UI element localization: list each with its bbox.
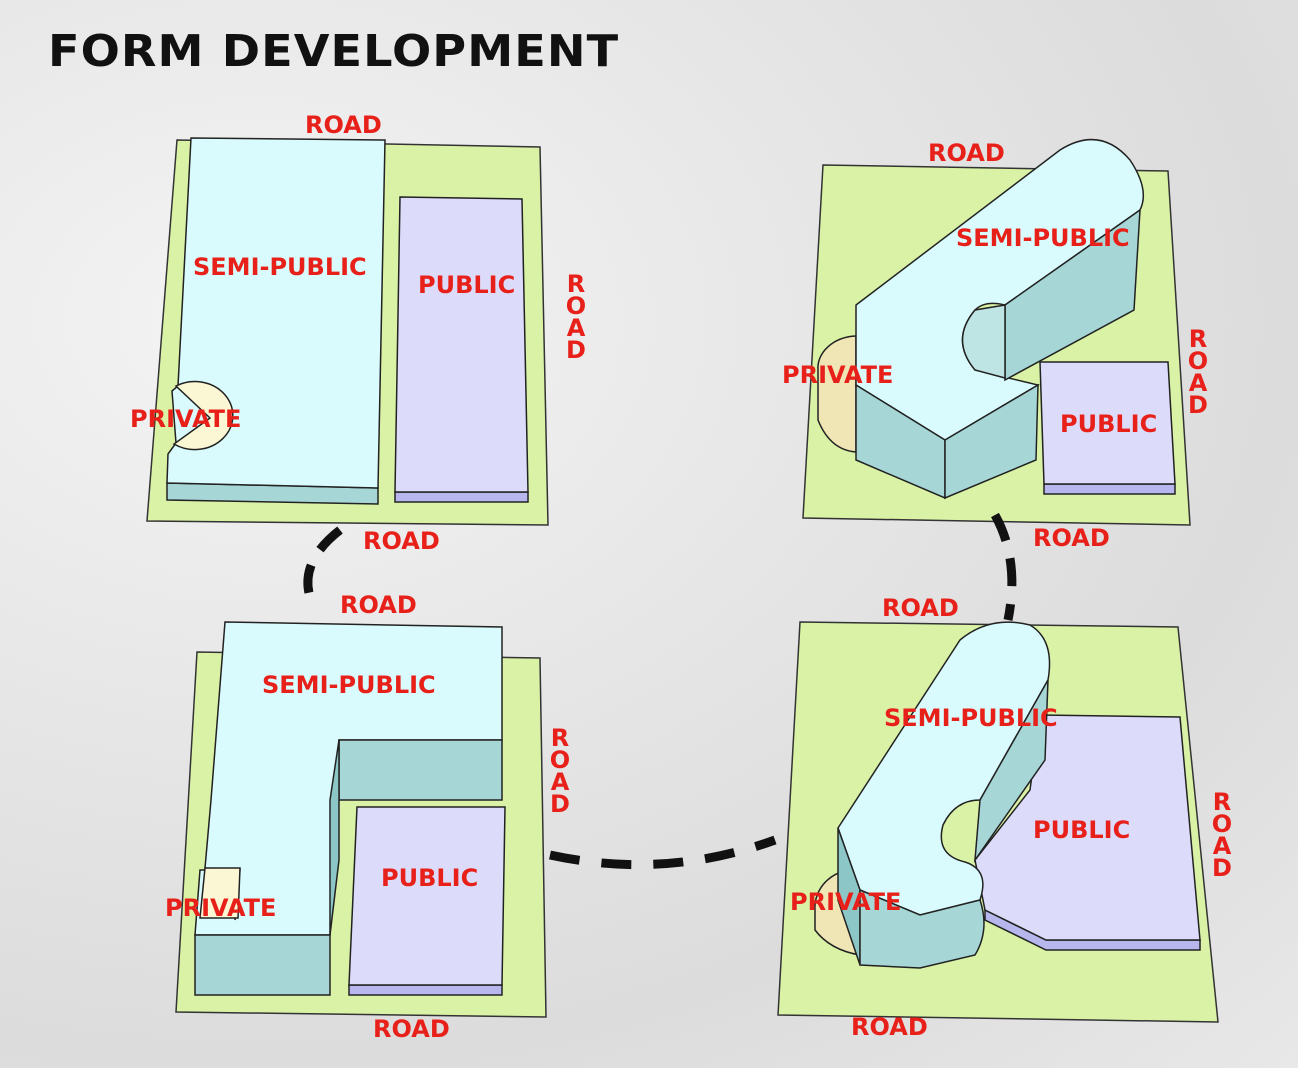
semi-public-block-side — [194, 934, 331, 996]
connector-1-to-3 — [303, 526, 343, 607]
road-label-bottom: ROAD — [851, 1013, 928, 1041]
private-label: PRIVATE — [165, 894, 276, 922]
public-block-side — [348, 984, 503, 996]
road-label-top: ROAD — [305, 111, 382, 139]
public-label: PUBLIC — [1060, 410, 1157, 438]
road-label-bottom: ROAD — [1033, 524, 1110, 552]
road-label-top: ROAD — [340, 591, 417, 619]
road-label-top: ROAD — [928, 139, 1005, 167]
road-label-right: ROAD — [562, 270, 590, 358]
public-block — [974, 714, 1201, 941]
public-block — [348, 806, 506, 986]
public-block-side — [1043, 483, 1176, 495]
private-block — [199, 867, 241, 919]
public-block-side — [394, 491, 529, 503]
public-label: PUBLIC — [1033, 816, 1130, 844]
private-block — [172, 380, 234, 451]
connector-2-to-4 — [991, 512, 1017, 621]
road-label-right: ROAD — [1208, 788, 1236, 876]
public-label: PUBLIC — [381, 864, 478, 892]
public-label: PUBLIC — [418, 271, 515, 299]
panel-3: ROAD ROAD ROAD SEMI-PUBLIC PUBLIC PRIVAT… — [165, 591, 574, 1043]
semi-public-label: SEMI-PUBLIC — [956, 224, 1130, 252]
courtyard-curve — [961, 304, 1006, 379]
private-label: PRIVATE — [790, 888, 901, 916]
semi-public-label: SEMI-PUBLIC — [884, 704, 1058, 732]
semi-public-block-side — [944, 383, 1039, 500]
semi-public-block-side — [974, 679, 1049, 863]
road-label-right: ROAD — [1184, 325, 1212, 413]
public-block — [394, 196, 529, 493]
semi-public-block — [837, 621, 1051, 916]
semi-public-label: SEMI-PUBLIC — [262, 671, 436, 699]
panel-4: ROAD ROAD ROAD SEMI-PUBLIC PUBLIC PRIVAT… — [777, 594, 1236, 1041]
semi-public-label: SEMI-PUBLIC — [193, 253, 367, 281]
connector-3-to-4 — [549, 835, 777, 870]
public-block — [1039, 361, 1176, 485]
private-label: PRIVATE — [130, 405, 241, 433]
road-label-right: ROAD — [546, 724, 574, 812]
private-block — [817, 335, 857, 453]
panel-1: ROAD ROAD ROAD SEMI-PUBLIC PUBLIC PRIVAT… — [130, 111, 590, 555]
page-title: FORM DEVELOPMENT — [48, 26, 620, 77]
road-label-bottom: ROAD — [363, 527, 440, 555]
private-label: PRIVATE — [782, 361, 893, 389]
road-label-bottom: ROAD — [373, 1015, 450, 1043]
semi-public-block-side — [338, 739, 503, 801]
road-label-top: ROAD — [882, 594, 959, 622]
semi-public-block-side — [329, 739, 340, 936]
panel-2: ROAD ROAD ROAD SEMI-PUBLIC PUBLIC PRIVAT… — [782, 138, 1212, 552]
semi-public-block-side — [859, 888, 985, 969]
